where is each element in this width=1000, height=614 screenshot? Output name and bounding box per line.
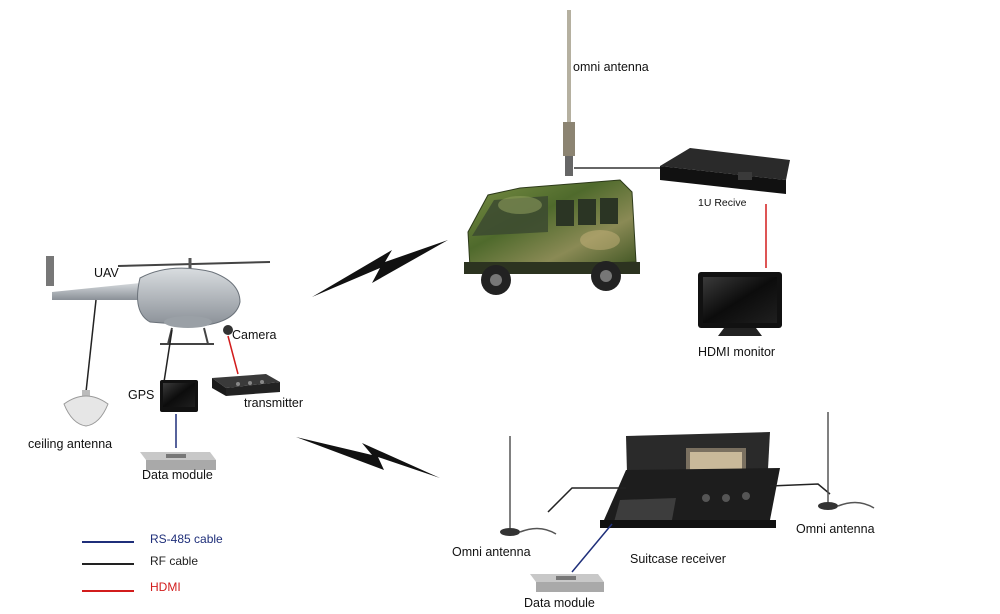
rf-cable-line: [85, 299, 97, 393]
gps-display-icon: [160, 380, 198, 412]
uav-helicopter-icon: [46, 256, 271, 345]
legend-swatch-rs485: [82, 541, 134, 543]
wireless-link-icon: [296, 437, 440, 478]
legend-label-hdmi: HDMI: [150, 580, 181, 594]
suitcase-receiver-label: Suitcase receiver: [630, 552, 726, 566]
receiver-1u-label: 1U Recive: [698, 197, 747, 209]
vehicle-icon: [464, 179, 640, 295]
data-module-icon: [140, 452, 216, 470]
omni-antenna-icon: [818, 412, 875, 510]
suitcase-receiver-icon: [600, 432, 780, 528]
legend-swatch-hdmi: [82, 590, 134, 592]
uav-label: UAV: [94, 266, 119, 280]
transmitter-label: transmitter: [244, 396, 304, 410]
data-module-bottom-label: Data module: [524, 596, 595, 610]
data-module-left-label: Data module: [142, 468, 213, 482]
legend-label-rf: RF cable: [150, 554, 199, 568]
omni-antenna-right-label: Omni antenna: [796, 522, 875, 536]
rf-cable-line: [769, 483, 831, 495]
hdmi-monitor-label: HDMI monitor: [698, 345, 776, 359]
transmitter-icon: [212, 374, 280, 396]
omni-antenna-icon: [563, 10, 575, 176]
rf-cable-line: [163, 329, 173, 383]
data-module-icon: [530, 574, 604, 592]
omni-antenna-left-label: Omni antenna: [452, 545, 531, 559]
monitor-icon: [698, 272, 782, 336]
ceiling-antenna-label: ceiling antenna: [28, 437, 113, 451]
ceiling-antenna-icon: [63, 390, 109, 427]
gps-label: GPS: [128, 388, 155, 402]
rack-receiver-icon: [660, 148, 790, 194]
legend-label-rs485: RS-485 cable: [150, 532, 223, 546]
omni-antenna-top-label: omni antenna: [573, 60, 649, 74]
omni-antenna-icon: [500, 436, 557, 536]
camera-label: Camera: [232, 328, 277, 342]
wireless-link-icon: [312, 240, 448, 297]
legend-swatch-rf: [82, 563, 134, 565]
rf-cable-line: [547, 487, 626, 513]
hdmi-cable-line: [227, 335, 239, 375]
rs485-cable-line: [571, 523, 613, 573]
